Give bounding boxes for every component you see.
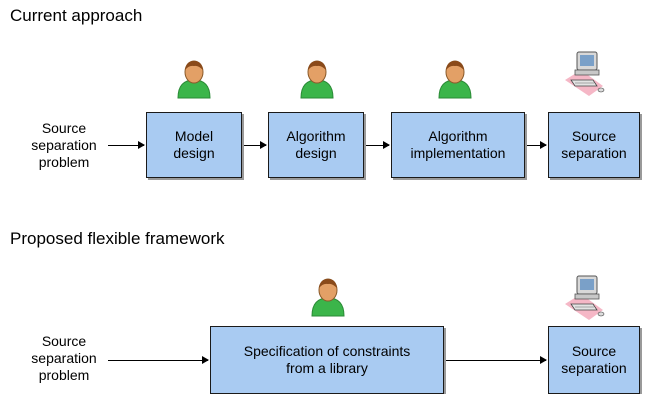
- model-design-box: Model design: [146, 112, 242, 178]
- computer-icon: [564, 51, 605, 97]
- person-icon: [177, 60, 211, 99]
- algorithm-implementation-box: Algorithm implementation: [391, 112, 525, 178]
- person-icon: [438, 60, 472, 99]
- source-separation-box: Source separation: [548, 112, 640, 178]
- current-approach-title: Current approach: [10, 6, 143, 25]
- algorithm-design-box: Algorithm design: [268, 112, 364, 178]
- computer-icon: [564, 275, 605, 321]
- arrow: [108, 141, 145, 149]
- current-input-label: Source separation problem: [31, 120, 97, 170]
- proposed-source-separation-box: Source separation: [548, 326, 640, 394]
- proposed-input-label: Source separation problem: [31, 333, 97, 383]
- person-icon: [311, 278, 345, 317]
- proposed-framework-title: Proposed flexible framework: [10, 229, 225, 248]
- arrow: [108, 356, 209, 364]
- specification-box: Specification of constraints from a libr…: [210, 326, 444, 394]
- arrow: [366, 141, 390, 149]
- arrow: [244, 141, 267, 149]
- person-icon: [300, 60, 334, 99]
- arrow: [446, 356, 547, 364]
- arrow: [527, 141, 547, 149]
